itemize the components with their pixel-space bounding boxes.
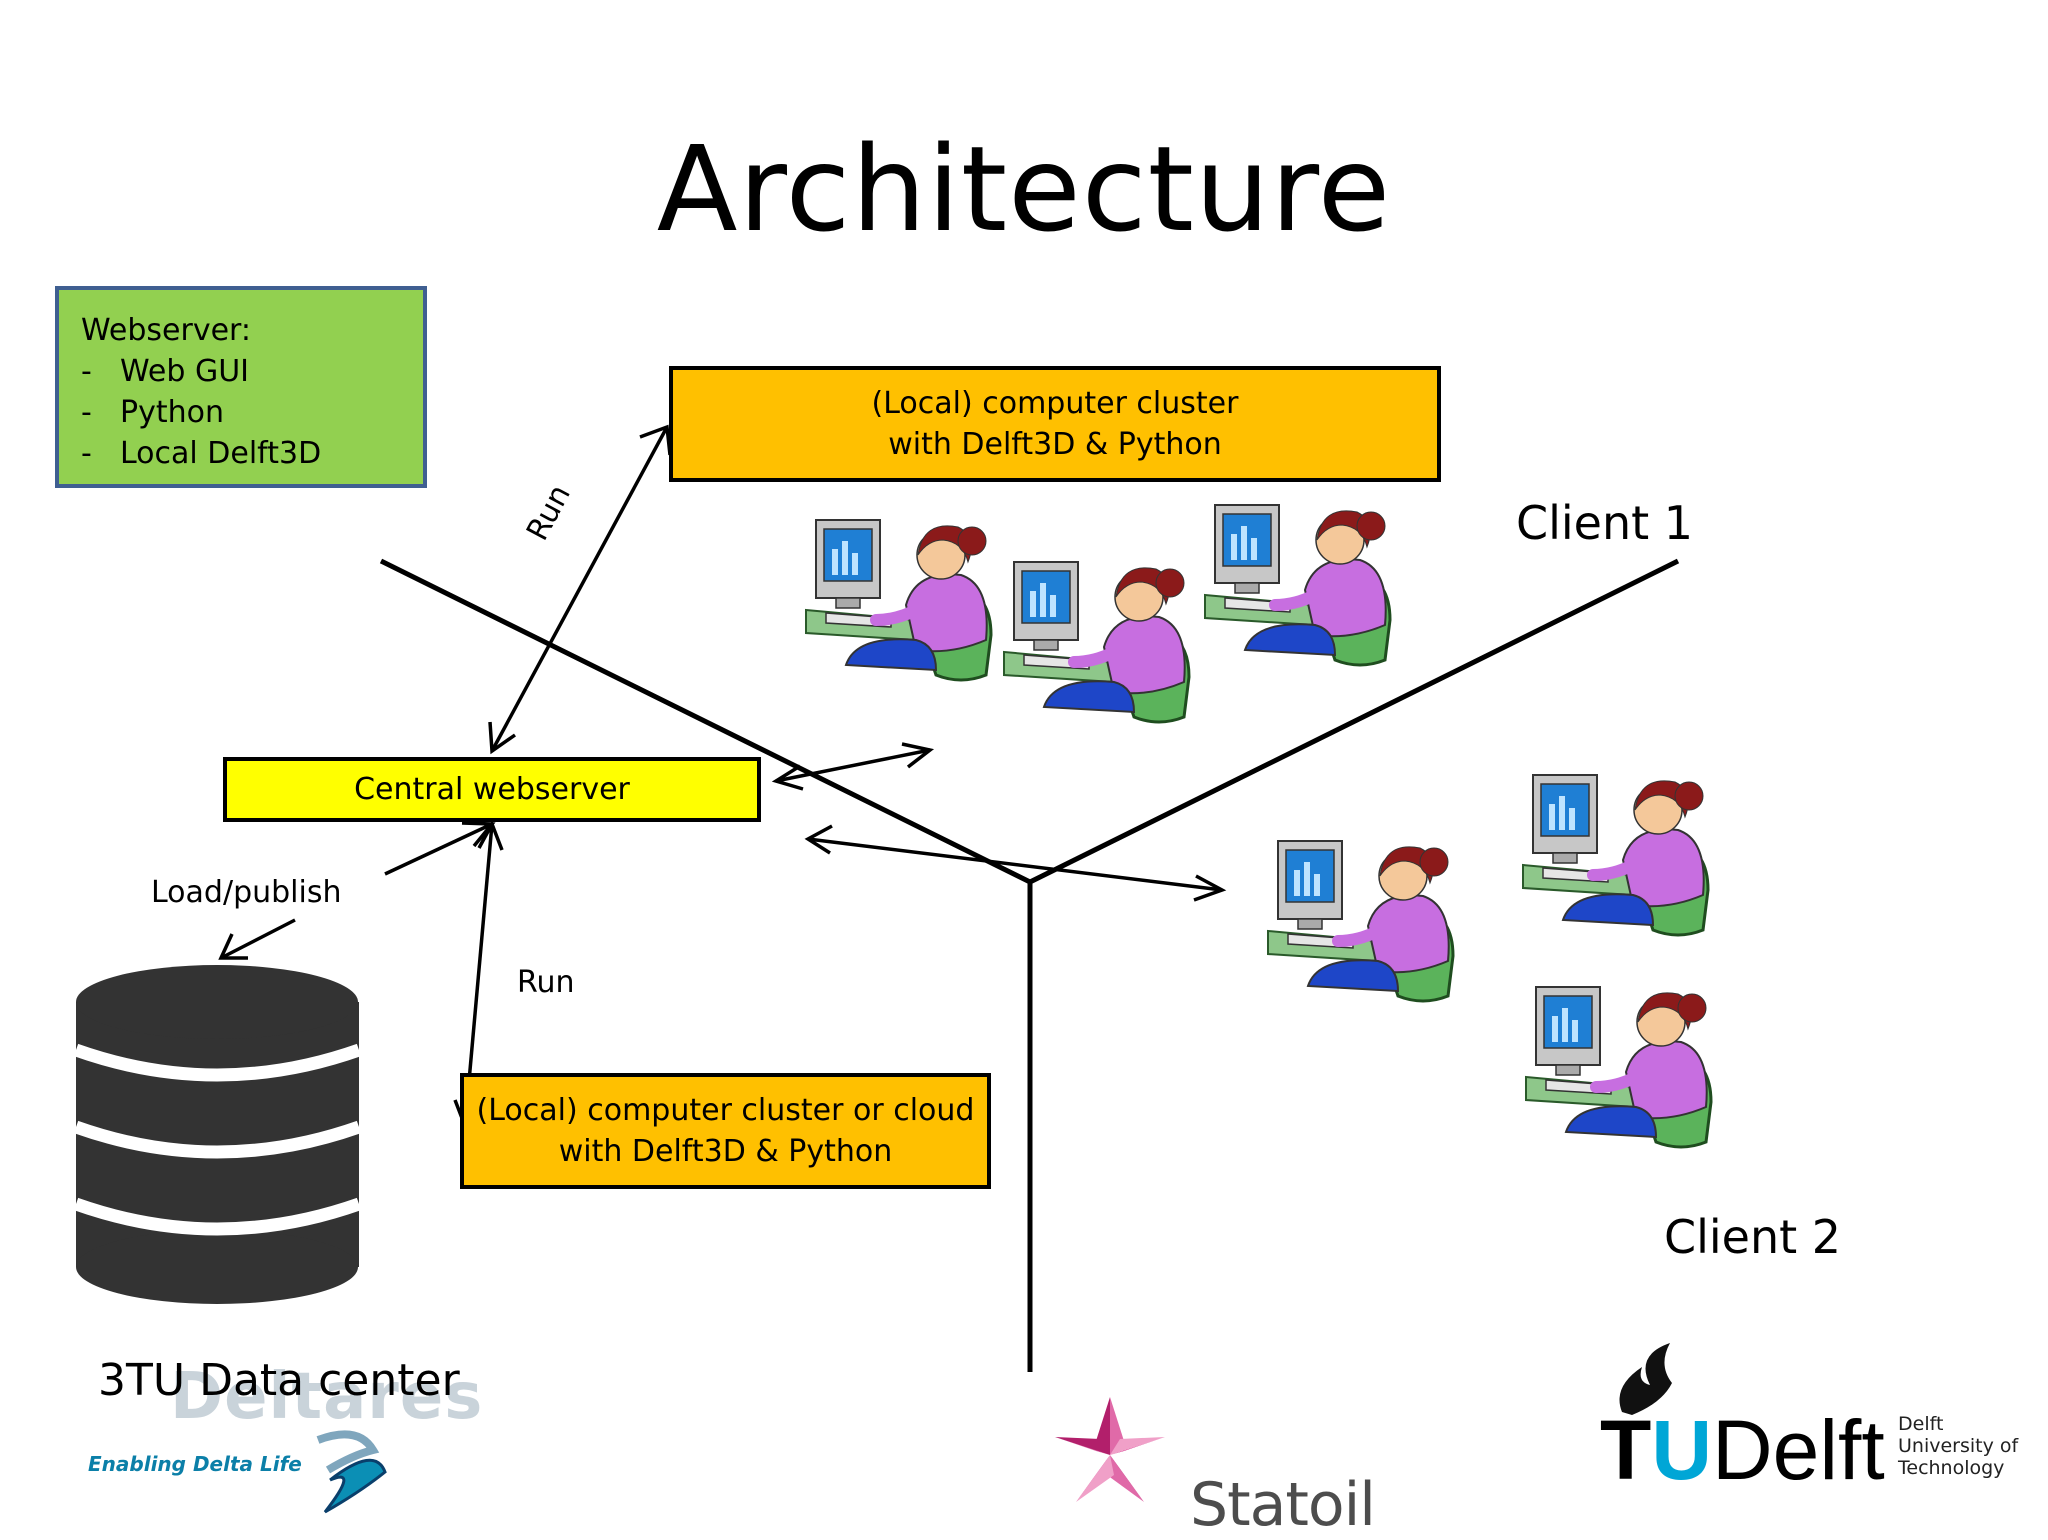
user-at-computer-icon bbox=[1526, 987, 1711, 1147]
user-at-computer-icon bbox=[1205, 505, 1390, 665]
deltares-wave-icon bbox=[316, 1430, 387, 1514]
tudelft-sub-line3: Technology bbox=[1898, 1457, 2005, 1479]
run-bottom-label: Run bbox=[517, 965, 575, 1000]
central-webserver-box: Central webserver bbox=[223, 757, 761, 822]
client2-label: Client 2 bbox=[1664, 1210, 1842, 1264]
tudelft-logo: TUDelft bbox=[1600, 1408, 1885, 1492]
tudelft-logo-t: T bbox=[1600, 1403, 1652, 1497]
user-at-computer-icon bbox=[1523, 775, 1708, 935]
webserver-heading: Webserver: bbox=[81, 313, 251, 348]
cluster-top-line1: (Local) computer cluster bbox=[871, 386, 1239, 421]
split-line-right bbox=[1028, 558, 1680, 885]
computer-cluster-bottom-box: (Local) computer cluster or cloud with D… bbox=[460, 1073, 991, 1189]
user-at-computer-icon bbox=[806, 520, 991, 680]
cluster-top-line2: with Delft3D & Python bbox=[888, 427, 1222, 462]
cluster-bottom-line2: with Delft3D & Python bbox=[558, 1134, 893, 1169]
data-center-label: 3TU Data center bbox=[98, 1355, 460, 1406]
tudelft-logo-u: U bbox=[1651, 1403, 1712, 1497]
client1-label: Client 1 bbox=[1516, 496, 1694, 550]
tudelft-logo-delft: Delft bbox=[1711, 1403, 1885, 1497]
statoil-logo-text: Statoil bbox=[1190, 1470, 1376, 1540]
run-top-arrow bbox=[488, 424, 672, 755]
webserver-item-web-gui: Web GUI bbox=[81, 351, 321, 392]
webserver-items: Web GUI Python Local Delft3D bbox=[81, 351, 321, 474]
client2-arrow bbox=[804, 824, 1227, 902]
tudelft-sub-line1: Delft bbox=[1898, 1413, 1944, 1435]
database-icon bbox=[73, 965, 362, 1304]
cluster-bottom-line1: (Local) computer cluster or cloud bbox=[476, 1093, 975, 1128]
computer-cluster-top-box: (Local) computer cluster with Delft3D & … bbox=[669, 366, 1441, 482]
load-publish-label: Load/publish bbox=[151, 875, 342, 910]
tudelft-sub-line2: University of bbox=[1898, 1435, 2019, 1457]
user-at-computer-icon bbox=[1268, 841, 1453, 1001]
deltares-logo-name: Deltares bbox=[170, 1360, 484, 1434]
client1-arrow bbox=[771, 742, 935, 791]
split-line-left bbox=[379, 558, 1032, 885]
statoil-star-icon bbox=[1055, 1397, 1165, 1502]
tudelft-logo-subtitle: Delft University of Technology bbox=[1898, 1413, 2018, 1479]
page-title: Architecture bbox=[656, 120, 1392, 258]
webserver-item-local-delft3d: Local Delft3D bbox=[81, 433, 321, 474]
tudelft-flame-icon bbox=[1619, 1343, 1672, 1415]
user-at-computer-icon bbox=[1004, 562, 1189, 722]
webserver-item-python: Python bbox=[81, 392, 321, 433]
deltares-logo-tagline: Enabling Delta Life bbox=[88, 1452, 302, 1476]
webserver-info-box: Webserver: Web GUI Python Local Delft3D bbox=[55, 286, 427, 488]
